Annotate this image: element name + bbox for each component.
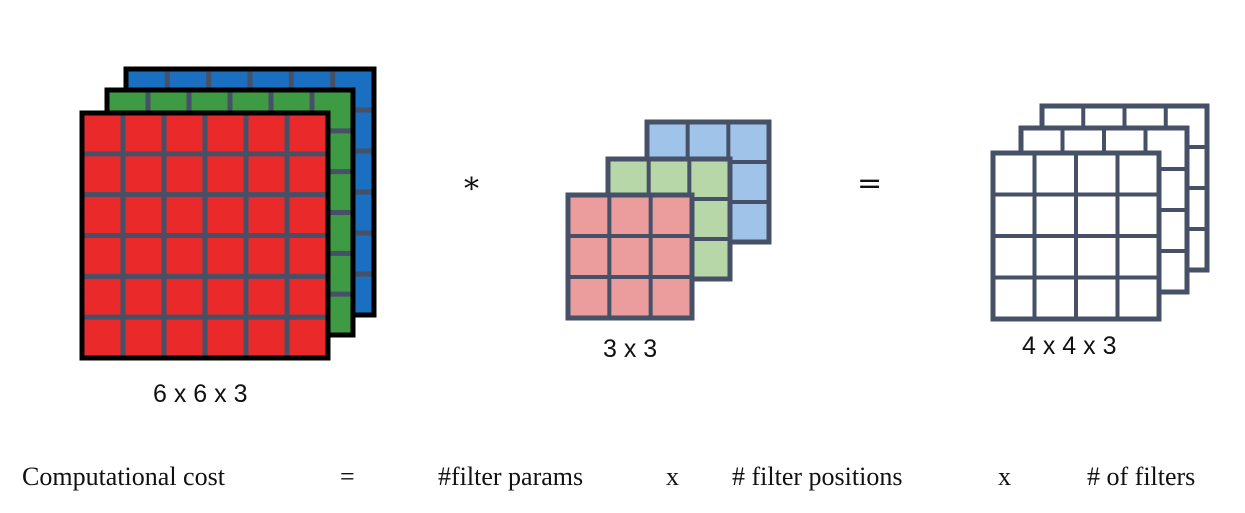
output-layer-front <box>990 150 1162 322</box>
equation-times-1: x <box>666 462 679 491</box>
convolution-operator: * <box>464 172 479 207</box>
equation-term-filter-params: #filter params <box>438 462 584 491</box>
equation-term-filter-positions: # filter positions <box>732 462 903 491</box>
output-volume-label: 4 x 4 x 3 <box>1022 332 1117 360</box>
input-layer-front <box>79 110 331 361</box>
equation-term-num-filters: # of filters <box>1087 462 1196 491</box>
filter-size-label: 3 x 3 <box>603 335 658 363</box>
equation-times-2: x <box>998 462 1011 491</box>
filter-volume <box>565 119 772 321</box>
equation-equals: = <box>340 462 355 491</box>
equals-operator: = <box>857 166 883 201</box>
input-volume-label: 6 x 6 x 3 <box>153 380 248 408</box>
equation-lhs: Computational cost <box>22 462 225 491</box>
filter-layer-front <box>565 192 695 321</box>
output-volume <box>990 103 1210 322</box>
input-volume <box>79 66 377 361</box>
